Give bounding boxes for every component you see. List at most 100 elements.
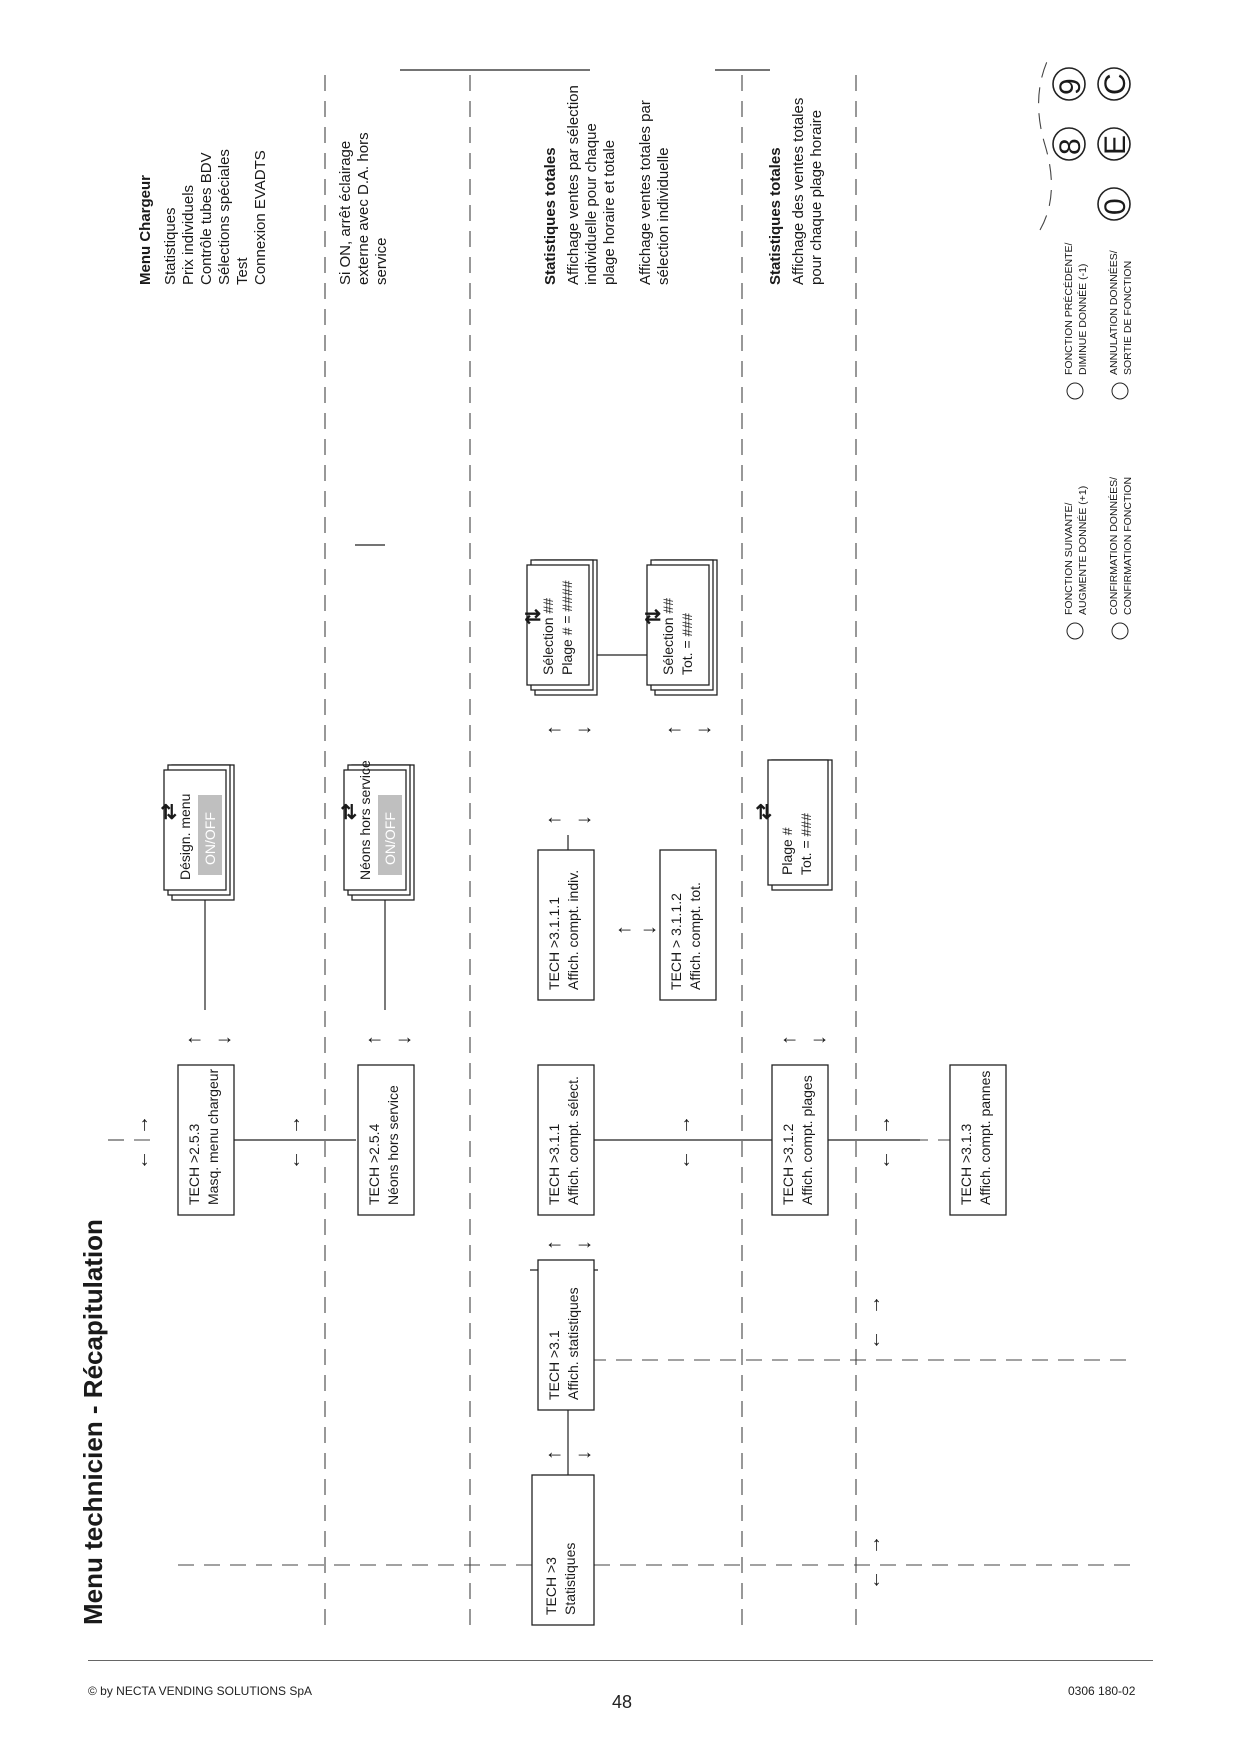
- note-neons: Si ON, arrêt éclairage externe avec D.A.…: [337, 132, 390, 285]
- box-sel-plage[interactable]: Sélection ## Plage # = ####: [526, 559, 598, 696]
- arrow-icon: →: [863, 1535, 885, 1555]
- box-tech-2-5-4[interactable]: TECH >2.5.4 Néons hors service: [357, 1064, 415, 1216]
- note-menu-chargeur: Menu Chargeur Statistiques Prix individu…: [137, 149, 269, 285]
- arrow-icon: ↓: [573, 1240, 595, 1250]
- key-0-icon: 0: [1099, 198, 1132, 215]
- arrow-icon: ←: [283, 1150, 305, 1170]
- arrow-icon: ⇄: [158, 803, 180, 820]
- box-tech-3-1-1-1[interactable]: TECH >3.1.1.1 Affich. compt. indiv.: [537, 849, 595, 1001]
- box-line: Désign. menu: [177, 794, 193, 880]
- note-line: plage horaire et totale: [601, 140, 618, 285]
- box-sel-tot[interactable]: Sélection ## Tot. = ###: [646, 559, 718, 696]
- arrow-icon: ↓: [573, 1450, 595, 1460]
- arrow-icon: ↑: [183, 1035, 205, 1045]
- arrow-icon: →: [673, 1115, 695, 1135]
- box-tech-3-1-1-2[interactable]: TECH > 3.1.1.2 Affich. compt. tot.: [659, 849, 717, 1001]
- box-line: Affich. compt. tot.: [687, 882, 703, 990]
- box-line: Néons hors service: [385, 1085, 401, 1205]
- box-plage-tot[interactable]: Plage # Tot. = ###: [767, 759, 833, 891]
- arrow-icon: ←: [131, 1150, 153, 1170]
- legend-line: FONCTION PRÉCÉDENTE/: [1062, 242, 1075, 375]
- box-line: ON/OFF: [202, 812, 218, 865]
- diagram-landscape: Menu technicien - Récapitulation: [78, 54, 1134, 1626]
- note-line: Sélections spéciales: [216, 149, 233, 285]
- legend-line: CONFIRMATION DONNÉES/: [1107, 477, 1120, 615]
- note-line: Contrôle tubes BDV: [198, 152, 215, 285]
- note-line: service: [373, 237, 390, 285]
- arrow-icon: ↑: [543, 1240, 565, 1250]
- note-heading: Statistiques totales: [542, 147, 559, 285]
- box-tech-3[interactable]: TECH >3 Statistiques: [531, 1474, 595, 1626]
- box-line: ON/OFF: [382, 812, 398, 865]
- key-8-icon: 8: [1054, 138, 1087, 155]
- footer-rule: [88, 1660, 1153, 1661]
- box-tech-2-5-3[interactable]: TECH >2.5.3 Masq. menu chargeur: [177, 1064, 235, 1216]
- box-tech-3-1[interactable]: TECH >3.1 Affich. statistiques: [537, 1259, 595, 1411]
- key-8-icon: [1066, 382, 1084, 400]
- box-line: TECH >3: [543, 1557, 559, 1615]
- note-heading: Statistiques totales: [767, 147, 784, 285]
- key-c-icon: C: [1099, 73, 1132, 95]
- box-line: Néons hors service: [357, 760, 373, 880]
- key-9-icon: 9: [1054, 78, 1087, 95]
- note-line: Affichage ventes par sélection: [565, 85, 582, 285]
- arrow-icon: →: [283, 1115, 305, 1135]
- box-tech-3-1-3[interactable]: TECH >3.1.3 Affich. compt. pannes: [949, 1064, 1007, 1216]
- box-line: Affich. compt. sélect.: [565, 1076, 581, 1205]
- key-0-icon: [1066, 622, 1084, 640]
- box-line: Tot. = ###: [798, 813, 814, 875]
- arrow-icon: ⇅: [523, 608, 545, 625]
- key-e-icon: E: [1099, 135, 1132, 155]
- box-line: Masq. menu chargeur: [205, 1068, 221, 1205]
- arrow-icon: ←: [863, 1570, 885, 1590]
- legend-line: SORTIE DE FONCTION: [1122, 261, 1134, 375]
- box-line: TECH >2.5.4: [366, 1123, 382, 1205]
- arrow-icon: ↓: [808, 1035, 830, 1045]
- note-line: externe avec D.A. hors: [355, 132, 372, 285]
- note-line: Affichage des ventes totales: [790, 98, 807, 285]
- box-line: TECH > 3.1.1.2: [668, 893, 684, 990]
- legend: FONCTION SUIVANTE/ AUGMENTE DONNÉE (+1) …: [1062, 242, 1134, 640]
- box-line: TECH >3.1.3: [958, 1123, 974, 1205]
- copyright: © by NECTA VENDING SOLUTIONS SpA: [88, 1684, 313, 1698]
- arrow-icon: ↑: [543, 1450, 565, 1460]
- note-line: Statistiques: [162, 207, 179, 285]
- box-line: Affich. compt. pannes: [977, 1071, 993, 1205]
- box-line: TECH >3.1.1.1: [546, 897, 562, 990]
- legend-line: AUGMENTE DONNÉE (+1): [1076, 486, 1089, 615]
- key-c-icon: [1111, 382, 1129, 400]
- arrow-icon: ↓: [213, 1035, 235, 1045]
- box-neons-hs[interactable]: Néons hors service ON/OFF: [343, 760, 415, 901]
- note-stats-totales-1: Statistiques totales Affichage ventes pa…: [542, 85, 672, 285]
- arrow-icon: ↑: [543, 815, 565, 825]
- box-design-menu[interactable]: Désign. menu ON/OFF: [163, 764, 235, 901]
- note-line: Connexion EVADTS: [252, 150, 269, 285]
- arrow-icon: ⇅: [643, 608, 665, 625]
- arrow-icon: ↓: [573, 815, 595, 825]
- box-line: TECH >3.1.1: [546, 1123, 562, 1205]
- keypad-outline: [1038, 54, 1052, 231]
- box-tech-3-1-2[interactable]: TECH >3.1.2 Affich. compt. plages: [771, 1064, 829, 1216]
- box-line: Sélection ##: [540, 598, 556, 675]
- note-line: Si ON, arrêt éclairage: [337, 141, 354, 285]
- legend-line: CONFIRMATION FONCTION: [1122, 477, 1134, 615]
- legend-line: ANNULATION DONNÉES/: [1107, 250, 1120, 375]
- arrow-icon: ↑: [363, 1035, 385, 1045]
- arrow-icon: ←: [863, 1330, 885, 1350]
- note-line: Prix individuels: [180, 185, 197, 285]
- box-line: Plage # = ####: [559, 580, 575, 675]
- box-line: TECH >3.1: [546, 1330, 562, 1400]
- box-tech-3-1-1[interactable]: TECH >3.1.1 Affich. compt. sélect.: [537, 1064, 595, 1216]
- note-line: individuelle pour chaque: [583, 123, 600, 285]
- arrow-icon: ←: [673, 1150, 695, 1170]
- page-number: 48: [612, 1692, 633, 1712]
- note-line: Affichage ventes totales par: [637, 100, 654, 285]
- arrow-icon: ⇄: [753, 803, 775, 820]
- arrow-icon: →: [873, 1115, 895, 1135]
- page-title: Menu technicien - Récapitulation: [78, 1219, 108, 1625]
- arrow-icon: ↑: [613, 925, 635, 935]
- keypad-glyphs: 0 E C 8 9: [1038, 54, 1132, 231]
- arrow-icon: ↓: [638, 925, 660, 935]
- box-line: Statistiques: [562, 1543, 578, 1615]
